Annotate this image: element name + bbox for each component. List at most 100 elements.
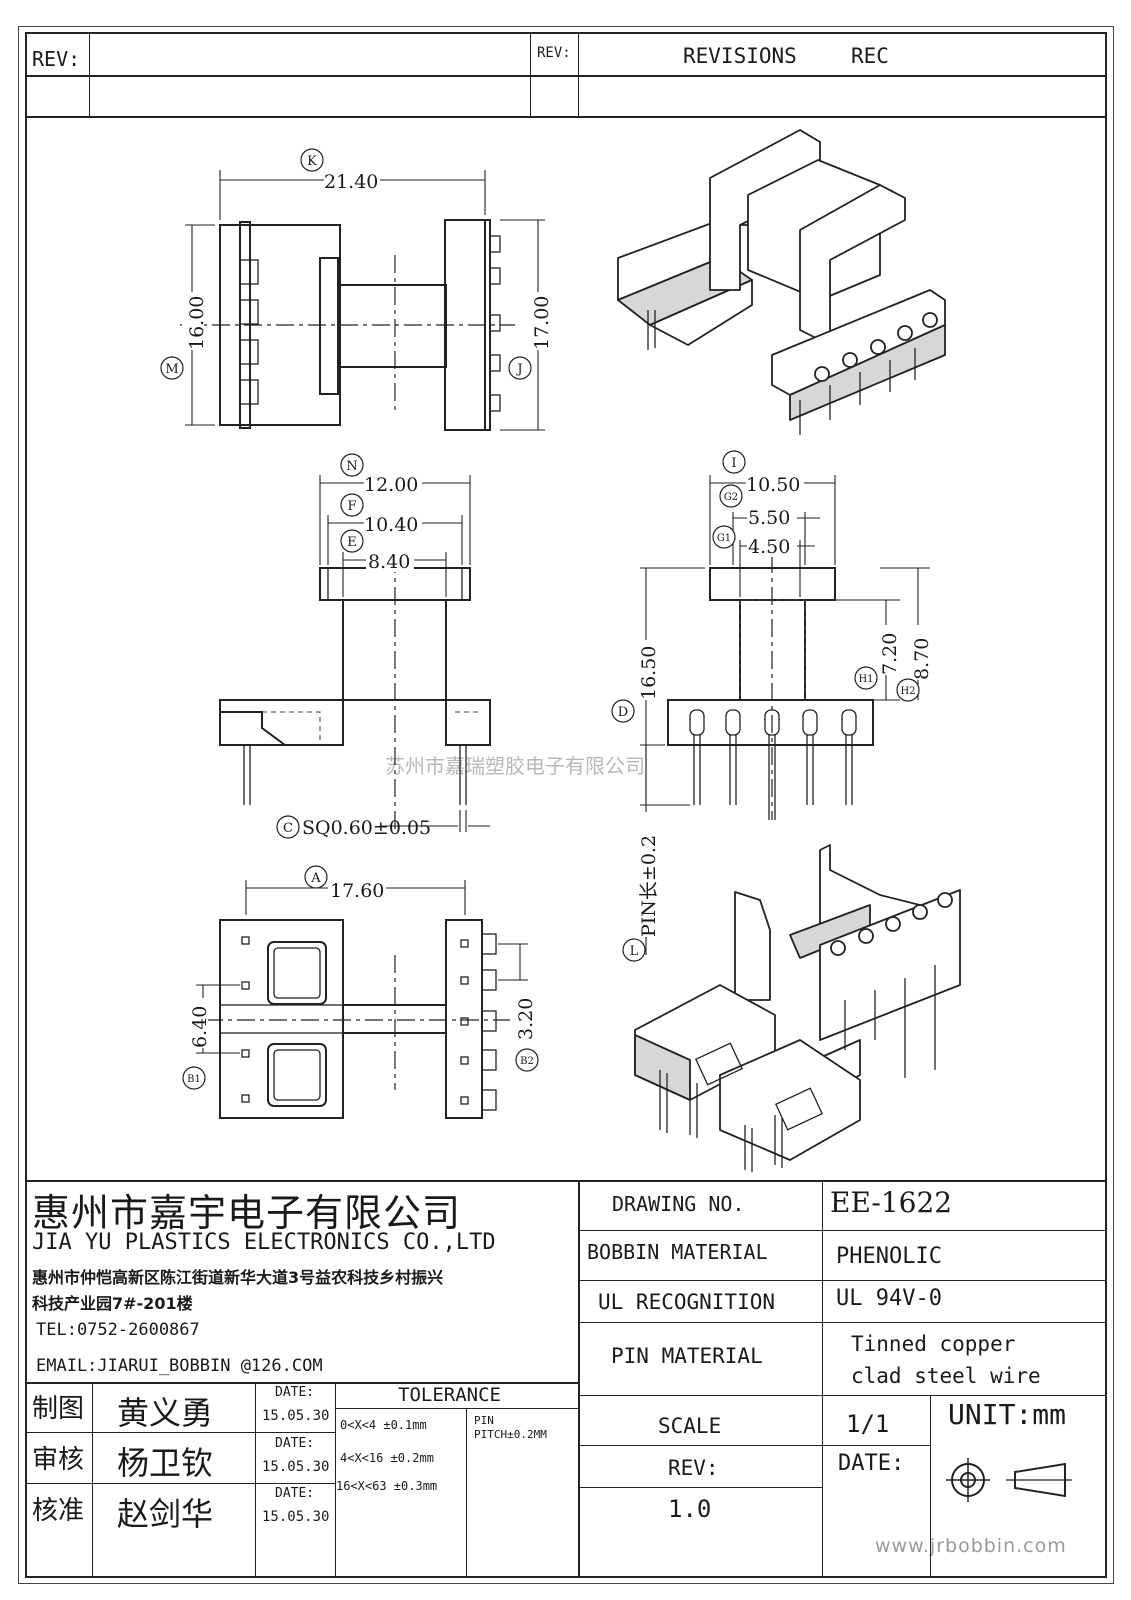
title-block-divider — [578, 1180, 580, 1578]
dim-g1-letter: G1 — [717, 533, 731, 544]
scale-value: 1/1 — [846, 1410, 890, 1438]
pin-pitch-line1: PIN — [474, 1414, 494, 1427]
tolerance-label: TOLERANCE — [398, 1384, 501, 1406]
company-email: EMAIL:JIARUI_BOBBIN @126.COM — [36, 1356, 323, 1376]
rev-col — [578, 32, 579, 116]
approval-name-2: 赵剑华 — [117, 1495, 214, 1533]
approval-col — [92, 1382, 93, 1578]
pin-pitch-line2: PITCH±0.2MM — [474, 1428, 547, 1441]
rev-divider — [25, 75, 1107, 77]
grid-row — [578, 1322, 1107, 1323]
revisions-label: REVISIONS — [683, 44, 797, 68]
company-address-line1: 惠州市仲恺高新区陈江街道新华大道3号益农科技乡村振兴 — [32, 1268, 444, 1287]
tolerance-row-0: 0<X<4 ±0.1mm — [340, 1418, 427, 1432]
approval-date-0: 15.05.30 — [262, 1408, 330, 1424]
dim-f-value: 10.40 — [364, 514, 418, 536]
pin-material-label: PIN MATERIAL — [611, 1344, 763, 1368]
approval-role-1: 审核 — [32, 1445, 85, 1475]
approval-col — [255, 1382, 256, 1578]
approval-row — [25, 1432, 335, 1433]
dim-i-letter: I — [731, 456, 736, 471]
dim-h2-value: 8.70 — [911, 638, 933, 680]
tolerance-row-1: 4<X<16 ±0.2mm — [340, 1451, 434, 1465]
dim-n-value: 12.00 — [364, 474, 418, 496]
outer-border — [18, 26, 1114, 1584]
scale-label: SCALE — [658, 1414, 722, 1438]
dim-h1-value: 7.20 — [879, 633, 901, 675]
pin-material-line2: clad steel wire — [851, 1364, 1041, 1388]
unit-label: UNIT:mm — [948, 1398, 1067, 1431]
drawing-no-label: DRAWING NO. — [612, 1192, 745, 1216]
dim-d-value: 16.50 — [638, 646, 660, 700]
dim-l-value: PIN长±0.2 — [638, 835, 660, 937]
grid-row — [578, 1395, 1107, 1396]
date-label: DATE: — [838, 1451, 905, 1476]
approval-name-1: 杨卫钦 — [117, 1444, 214, 1482]
dim-j-letter: J — [515, 362, 522, 377]
rev-label-right: REV: — [537, 45, 571, 61]
dimension-labels: K 21.40 16.00 M 17.00 J N 12.00 F 10.40 … — [160, 148, 933, 1090]
grid-row — [578, 1230, 1107, 1231]
approval-date-label-1: DATE: — [275, 1436, 315, 1451]
tolerance-col — [466, 1408, 467, 1578]
dim-h2-letter: H2 — [900, 686, 915, 697]
dim-g2-letter: G2 — [724, 492, 738, 503]
dim-b2-letter: B2 — [520, 1056, 534, 1067]
dim-b2-value: 3.20 — [515, 998, 537, 1040]
grid-row — [578, 1280, 1107, 1281]
dim-k-letter: K — [307, 154, 317, 169]
drawing-frame — [25, 32, 1107, 1578]
technical-drawing: .o { fill:none; stroke:#222; stroke-widt… — [160, 129, 961, 1172]
dim-h1-letter: H1 — [858, 674, 873, 685]
dim-j-value: 17.00 — [531, 296, 553, 350]
approval-date-2: 15.05.30 — [262, 1509, 330, 1525]
dim-f-letter: F — [347, 499, 356, 514]
rev-label: REV: — [668, 1456, 719, 1480]
company-address-line2: 科技产业园7#-201楼 — [32, 1294, 193, 1313]
rev-label-left: REV: — [32, 47, 81, 71]
rev-bottom — [25, 116, 1107, 118]
bobbin-material: PHENOLIC — [836, 1244, 942, 1269]
grid-col — [822, 1180, 823, 1578]
projection-symbol-icon — [946, 1458, 1072, 1502]
dim-g1-value: 4.50 — [748, 536, 790, 558]
top-view — [180, 170, 545, 431]
approval-col — [335, 1382, 336, 1578]
company-name-en: JIA YU PLASTICS ELECTRONICS CO.,LTD — [32, 1230, 496, 1255]
grid-row — [578, 1487, 822, 1488]
dim-c-value: SQ0.60±0.05 — [302, 817, 431, 839]
grid-col — [930, 1395, 931, 1578]
side-view — [219, 475, 491, 832]
approval-date-label-2: DATE: — [275, 1486, 315, 1501]
dim-k-value: 21.40 — [324, 171, 378, 193]
approval-role-0: 制图 — [32, 1394, 85, 1424]
tolerance-header-line — [335, 1408, 578, 1409]
rev-col — [530, 32, 531, 116]
dim-b1-value: 6.40 — [189, 1006, 211, 1048]
isometric-view-top — [617, 129, 946, 435]
approval-date-label-0: DATE: — [275, 1385, 315, 1400]
dim-l-letter: L — [630, 944, 639, 959]
approval-row — [25, 1483, 335, 1484]
approval-date-1: 15.05.30 — [262, 1459, 330, 1475]
dim-m-letter: M — [165, 362, 178, 377]
approval-top — [25, 1382, 578, 1384]
rec-label: REC — [851, 44, 889, 68]
dim-b1-letter: B1 — [187, 1074, 201, 1085]
drawing-no: EE-1622 — [830, 1186, 953, 1219]
isometric-view-bottom — [634, 844, 961, 1172]
watermark-website: www.jrbobbin.com — [875, 1535, 1067, 1557]
dim-m-value: 16.00 — [186, 296, 208, 350]
dim-i-value: 10.50 — [746, 474, 800, 496]
tolerance-row-2: 16<X<63 ±0.3mm — [336, 1479, 438, 1493]
dim-e-letter: E — [347, 535, 357, 550]
dim-e-value: 8.40 — [368, 551, 410, 573]
pin-material-line1: Tinned copper — [851, 1332, 1016, 1356]
dim-c-letter: C — [283, 821, 293, 836]
ul-recognition-value: UL 94V-0 — [836, 1286, 942, 1311]
rev-col — [89, 32, 90, 116]
dim-g2-value: 5.50 — [748, 507, 790, 529]
approval-name-0: 黄义勇 — [117, 1394, 214, 1432]
dim-a-value: 17.60 — [330, 880, 384, 902]
dim-d-letter: D — [618, 705, 628, 720]
